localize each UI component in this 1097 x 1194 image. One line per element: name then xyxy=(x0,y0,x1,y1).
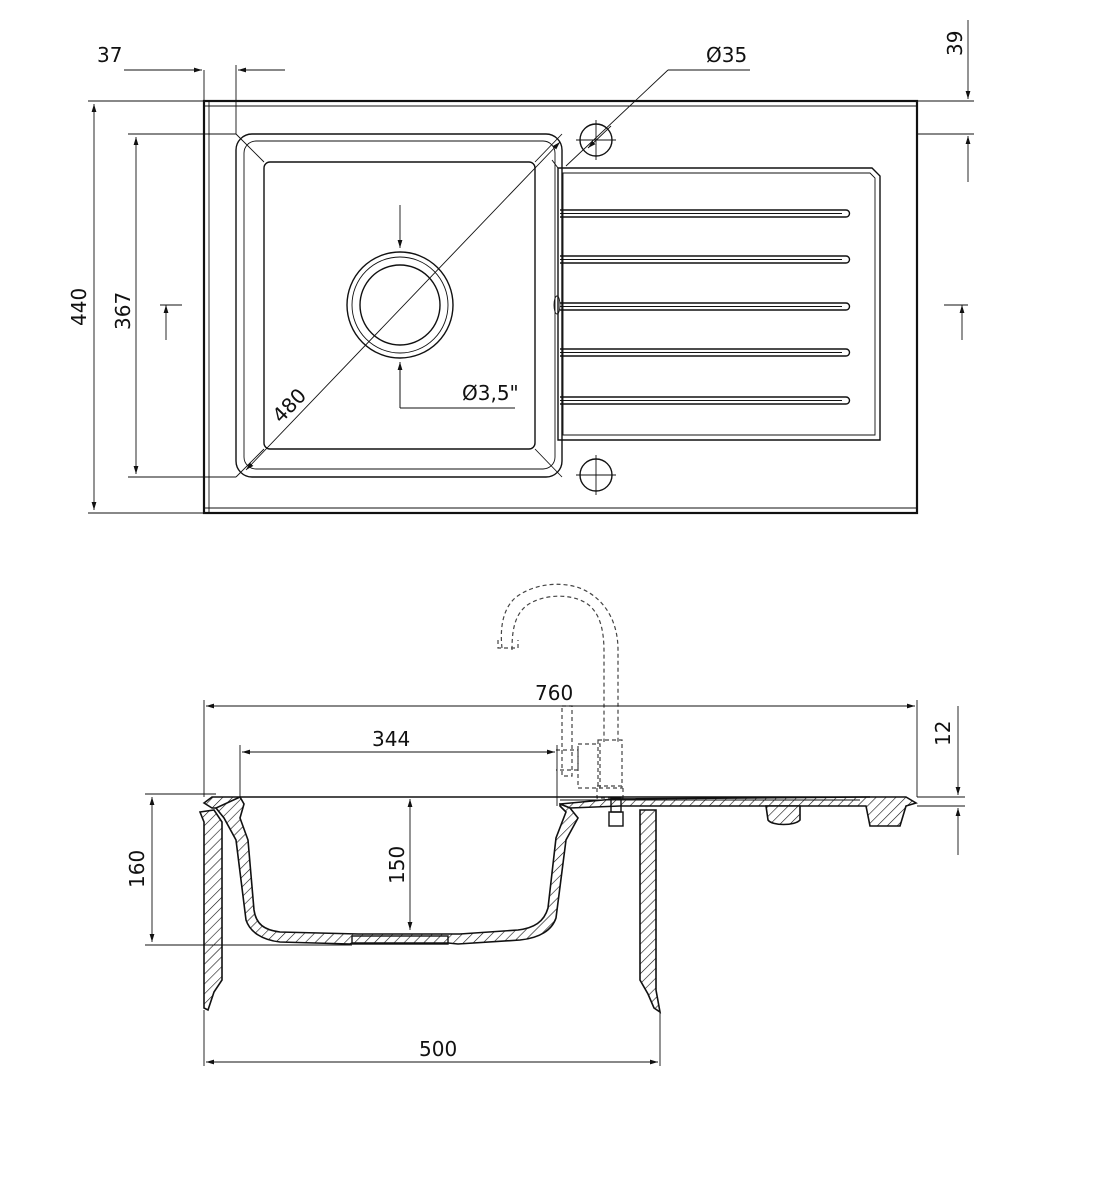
faucet-outline xyxy=(497,583,624,799)
dim-overall-depth: 440 xyxy=(67,288,91,326)
drainer xyxy=(551,159,881,441)
groove xyxy=(560,396,851,405)
dim-waste-diameter: Ø3,5" xyxy=(462,381,519,405)
dim-tap-hole-diameter: Ø35 xyxy=(706,43,747,67)
dim-left-offset: 37 xyxy=(97,43,122,67)
side-view: 760 344 12 160 150 500 xyxy=(125,583,965,1066)
dim-bowl-width: 344 xyxy=(372,727,410,751)
tap-hole-optional xyxy=(576,455,616,495)
dim-diagonal: 480 xyxy=(267,383,311,427)
dim-overall-length: 760 xyxy=(535,681,573,705)
groove xyxy=(560,302,851,311)
sink-outline xyxy=(202,99,919,515)
bowl-section xyxy=(214,795,579,945)
cabinet-wall-left xyxy=(198,809,223,1012)
dim-rim-thickness: 12 xyxy=(931,721,955,746)
groove xyxy=(560,255,851,264)
groove xyxy=(560,209,851,218)
rim xyxy=(202,796,918,827)
waste-outlet xyxy=(346,205,515,409)
top-view: 37 Ø35 39 440 367 480 Ø3,5" xyxy=(67,20,974,515)
tap-fitting xyxy=(608,797,624,827)
dim-bowl-inner-depth: 150 xyxy=(385,846,409,884)
groove xyxy=(560,348,851,357)
drainer-grooves xyxy=(560,209,851,405)
cabinet-wall-right xyxy=(639,809,662,1014)
dim-cabinet-width: 500 xyxy=(419,1037,457,1061)
dim-bowl-depth: 367 xyxy=(111,292,135,330)
dim-total-height: 160 xyxy=(125,850,149,888)
dim-top-offset: 39 xyxy=(943,31,967,56)
